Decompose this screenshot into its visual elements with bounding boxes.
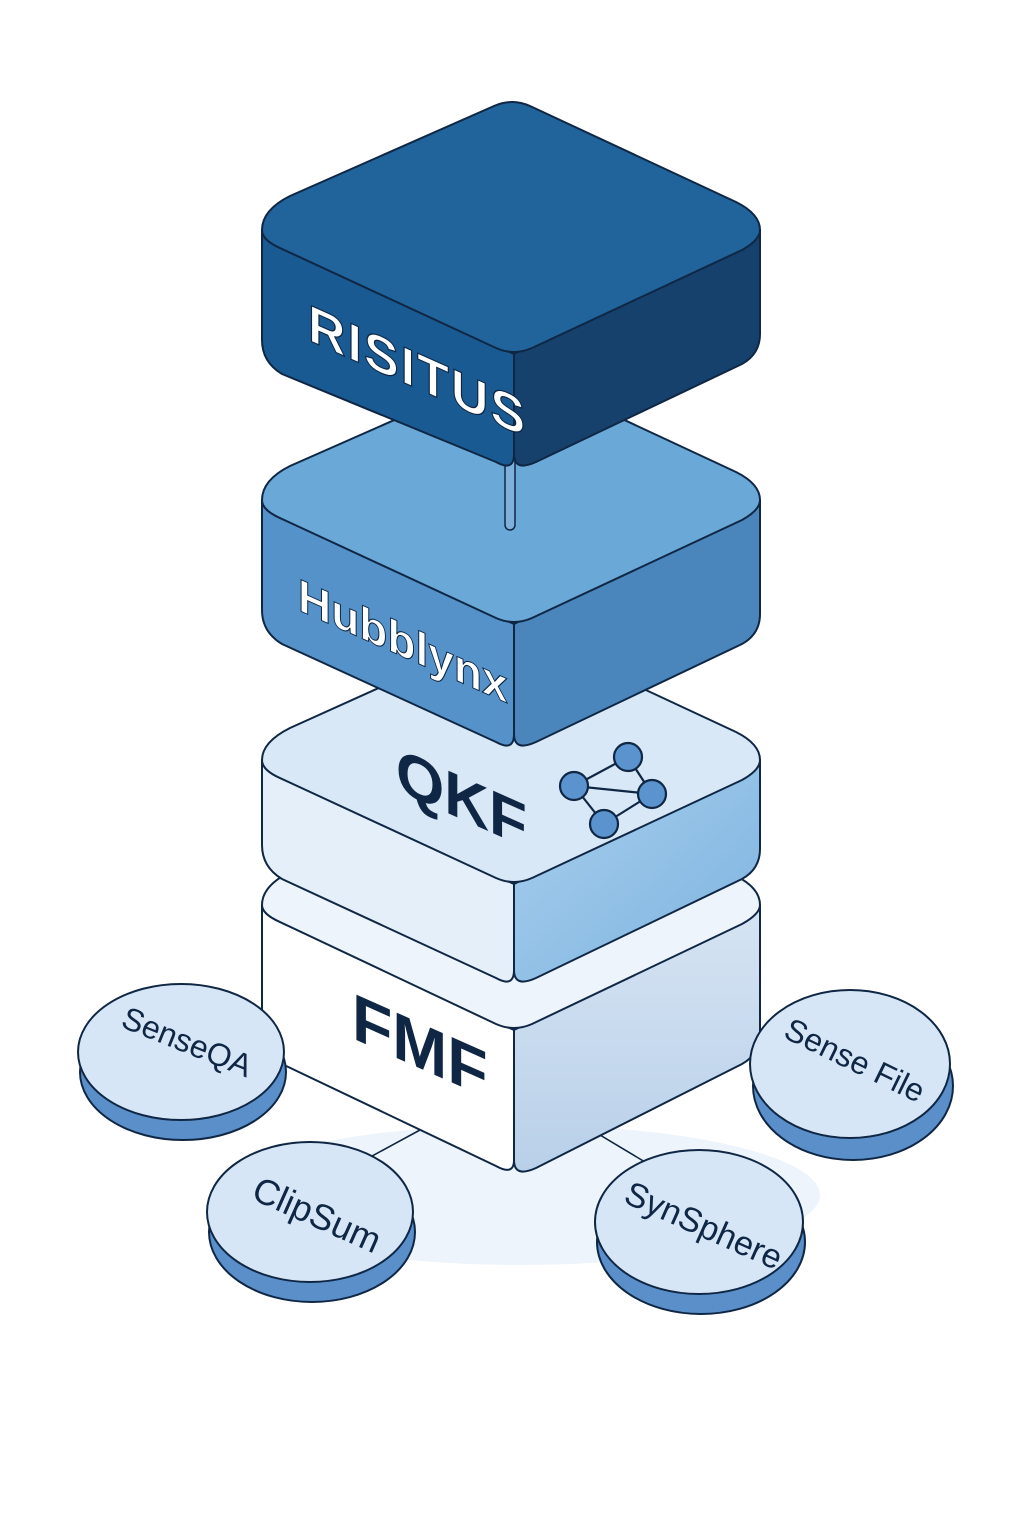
module-disc-senseqa[interactable]: SenseQA bbox=[77, 983, 287, 1141]
risitus-layer bbox=[261, 101, 761, 467]
module-disc-sensefile[interactable]: Sense File bbox=[749, 989, 954, 1161]
qkf-layer bbox=[261, 631, 761, 983]
graph-network-icon bbox=[558, 741, 668, 840]
qkf-side-face bbox=[513, 759, 761, 983]
risitus-side-face bbox=[513, 229, 761, 467]
risitus-top-face bbox=[261, 101, 761, 353]
module-disc-synsphere[interactable]: SynSphere bbox=[594, 1149, 806, 1315]
hubblynx-side-face bbox=[513, 499, 761, 747]
module-disc-clipsum[interactable]: ClipSum bbox=[206, 1141, 416, 1303]
connector-synsphere bbox=[599, 1134, 651, 1166]
